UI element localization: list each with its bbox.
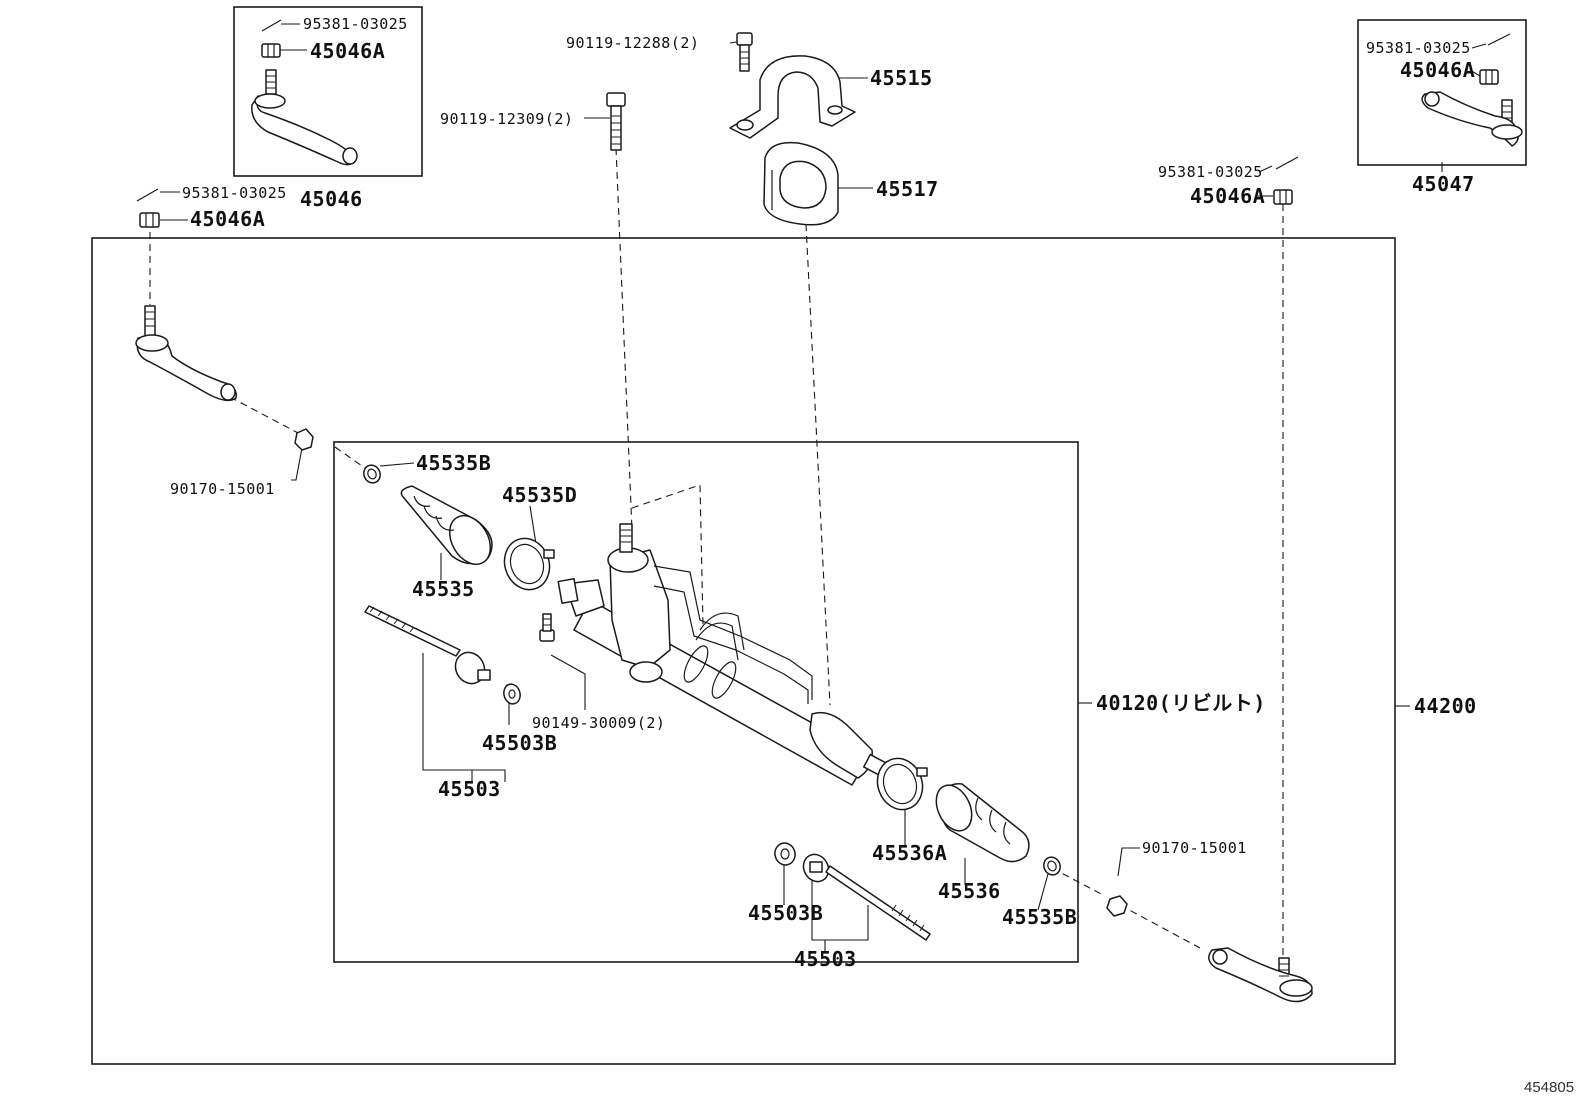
- boot-icon: [400, 485, 493, 565]
- band-icon: [503, 537, 555, 591]
- clip-icon: [363, 464, 381, 484]
- assembly-frame-40120: [333, 441, 1079, 963]
- bracket-icon: [729, 55, 856, 139]
- label-45047: 45047: [1412, 172, 1475, 196]
- bolt-icon: [736, 32, 753, 72]
- bolt-icon: [606, 92, 626, 151]
- label-95381-03025-inset-right: 95381-03025: [1366, 39, 1471, 57]
- steering-rack-icon: [557, 523, 887, 786]
- label-45535D: 45535D: [502, 483, 577, 507]
- washer-icon: [774, 842, 796, 866]
- bolt-icon: [539, 613, 555, 642]
- label-45503-left: 45503: [438, 777, 501, 801]
- part-labels: 95381-03025 45046A 45046 95381-03025 450…: [170, 15, 1574, 1096]
- label-90170-15001-left: 90170-15001: [170, 480, 275, 498]
- label-45046A-right: 45046A: [1190, 184, 1265, 208]
- band-icon: [876, 757, 928, 811]
- label-45503B-left: 45503B: [482, 731, 557, 755]
- sheet-id: 454805: [1524, 1079, 1574, 1096]
- label-45536: 45536: [938, 879, 1001, 903]
- bushing-icon: [763, 141, 839, 226]
- lock-nut-icon: [294, 428, 314, 451]
- label-95381-03025-inset-left: 95381-03025: [303, 15, 408, 33]
- lock-nut-icon: [1106, 895, 1128, 917]
- label-45046: 45046: [300, 187, 363, 211]
- label-45046A-left: 45046A: [190, 207, 265, 231]
- label-45535B-top: 45535B: [416, 451, 491, 475]
- label-45503-right: 45503: [794, 947, 857, 971]
- label-45046A-inset-right: 45046A: [1400, 58, 1475, 82]
- label-90149-30009: 90149-30009(2): [532, 714, 665, 732]
- label-45046A-inset-left: 45046A: [310, 39, 385, 63]
- label-95381-03025-left: 95381-03025: [182, 184, 287, 202]
- label-40120: 40120(リビルト): [1096, 691, 1266, 715]
- inset-frame-45046: [233, 6, 423, 177]
- assembly-dashed-lines: [149, 147, 1284, 958]
- clip-icon: [1043, 856, 1061, 876]
- leader-lines: [160, 23, 1487, 952]
- tie-rod-end-icon: [251, 69, 358, 166]
- label-45517: 45517: [876, 177, 939, 201]
- castle-nut-icon: [139, 212, 160, 228]
- label-45535: 45535: [412, 577, 475, 601]
- castle-nut-icon: [1273, 189, 1293, 205]
- tie-rod-end-icon: [135, 305, 237, 402]
- cotter-pin-icon: [261, 19, 282, 32]
- inner-rod-icon: [364, 605, 491, 685]
- cotter-pin-icon: [136, 188, 159, 202]
- label-45503B-right: 45503B: [748, 901, 823, 925]
- label-90119-12309: 90119-12309(2): [440, 110, 573, 128]
- label-45535B-bottom: 45535B: [1002, 905, 1077, 929]
- label-90119-12288: 90119-12288(2): [566, 34, 699, 52]
- boot-icon: [935, 783, 1030, 863]
- tie-rod-end-icon: [1421, 91, 1523, 147]
- label-95381-03025-right: 95381-03025: [1158, 163, 1263, 181]
- washer-icon: [503, 683, 521, 705]
- label-45515: 45515: [870, 66, 933, 90]
- castle-nut-icon: [261, 43, 281, 58]
- cotter-pin-icon: [1275, 156, 1299, 170]
- castle-nut-icon: [1479, 69, 1499, 85]
- label-44200: 44200: [1414, 694, 1477, 718]
- inner-rod-icon: [802, 853, 931, 941]
- label-45536A: 45536A: [872, 841, 947, 865]
- tie-rod-end-icon: [1208, 947, 1313, 1003]
- cotter-pin-icon: [1487, 33, 1511, 46]
- assembly-frame-44200: [91, 237, 1396, 1065]
- label-90170-15001-right: 90170-15001: [1142, 839, 1247, 857]
